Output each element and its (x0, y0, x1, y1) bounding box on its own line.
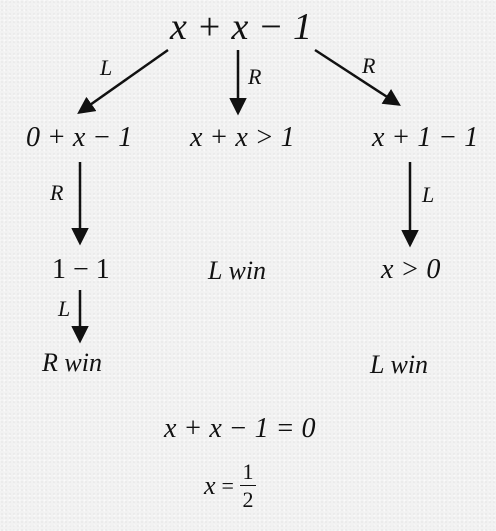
solution: x = 1 2 (204, 460, 256, 511)
node-left: 0 + x − 1 (26, 122, 133, 153)
node-right-result: L win (370, 350, 429, 379)
edge-label-right: R (362, 53, 376, 78)
node-middle: x + x > 1 (190, 122, 295, 153)
edge-label-middle: R (248, 64, 262, 89)
edge-label-left-final: L (58, 296, 71, 321)
arrow-root-left (77, 48, 169, 115)
fraction-bar (239, 485, 256, 487)
edge-label-right-down: L (422, 182, 435, 207)
solution-equals: = (221, 472, 234, 498)
node-right-child: x > 0 (381, 254, 441, 285)
solution-fraction: 1 2 (239, 459, 256, 513)
fraction-denominator: 2 (242, 487, 254, 513)
root-expression: x + x − 1 (170, 6, 313, 48)
node-left-result: R win (42, 348, 102, 377)
fraction-numerator: 1 (242, 459, 254, 484)
solution-variable: x (204, 470, 216, 500)
node-left-child: 1 − 1 (52, 254, 110, 285)
edge-label-left-down: R (50, 180, 64, 205)
edge-label-left: L (100, 55, 113, 80)
node-right: x + 1 − 1 (372, 122, 479, 153)
equation: x + x − 1 = 0 (164, 413, 316, 444)
node-middle-result: L win (208, 256, 267, 285)
arrow-root-right (314, 48, 401, 106)
